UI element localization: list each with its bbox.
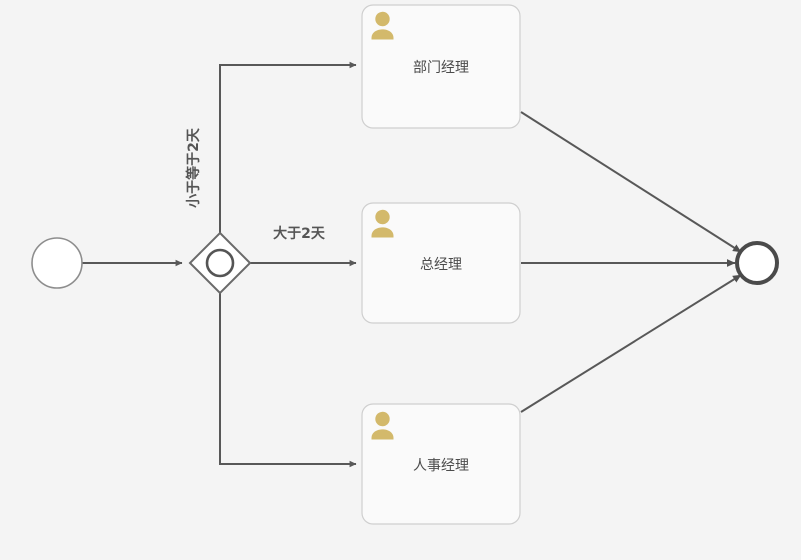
user-icon	[371, 11, 394, 40]
end-event[interactable]	[735, 241, 779, 285]
start-event[interactable]	[31, 237, 83, 289]
inclusive-gateway[interactable]	[188, 231, 252, 295]
task-hr-manager[interactable]: 人事经理	[361, 403, 521, 525]
flow-gateway-to-department-manager[interactable]	[219, 61, 357, 233]
task-label-hr-manager: 人事经理	[413, 458, 469, 474]
flow-gateway-to-hr-manager[interactable]	[219, 293, 357, 468]
task-label-general-manager: 总经理	[420, 257, 462, 273]
task-general-manager[interactable]: 总经理	[361, 202, 521, 324]
user-icon	[371, 411, 394, 440]
gateway-inclusive-icon	[205, 248, 235, 278]
edge-label-branch-middle: 大于2天	[273, 225, 326, 242]
sequence-flows	[82, 61, 742, 468]
flow-hr-manager-to-end[interactable]	[520, 274, 742, 413]
task-department-manager[interactable]: 部门经理	[361, 4, 521, 129]
edge-label-branch-upper: 小于等于2天	[185, 127, 202, 208]
flow-department-manager-to-end[interactable]	[520, 111, 742, 253]
user-icon	[371, 209, 394, 238]
task-label-department-manager: 部门经理	[413, 60, 469, 76]
